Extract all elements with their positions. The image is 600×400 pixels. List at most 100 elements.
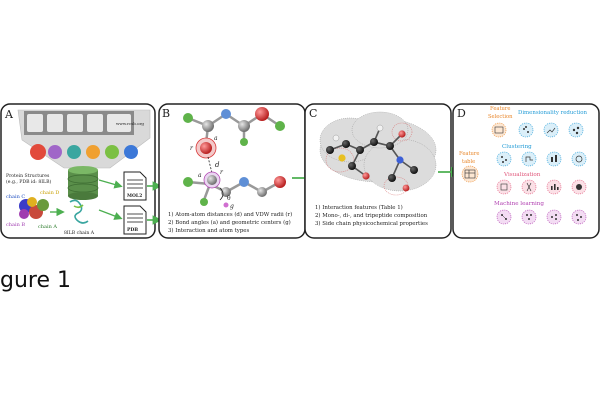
chain-a-ribbon-icon (69, 199, 89, 224)
db-to-mol2-arrow (98, 179, 123, 189)
theta-label: θ (227, 195, 231, 202)
panel-b: B r a d (158, 103, 306, 239)
atom-red-2-icon (274, 176, 286, 188)
protein-complex-icon (19, 197, 49, 219)
cluster-1-icon (496, 151, 512, 167)
ml-4-icon (571, 209, 587, 225)
ml-3-icon (546, 209, 562, 225)
ligand-black-3-icon (356, 146, 364, 154)
feature-selection-icon (491, 122, 507, 138)
cluster-2-icon (521, 151, 537, 167)
ligand-black-2-icon (342, 140, 350, 148)
a-j-label: a (198, 172, 202, 179)
feature-selection-label-1: Feature (490, 106, 510, 112)
feature-selection-label-2: Selection (488, 114, 513, 120)
db-to-pdb-arrow (98, 209, 123, 220)
ligand-black-5-icon (386, 142, 394, 150)
ligand-red-1-icon (398, 130, 406, 138)
atom-grey-4-icon (257, 187, 267, 197)
atom-red-1-icon (255, 107, 269, 121)
atom-green-3-icon (240, 138, 248, 146)
g-label: g (230, 203, 234, 210)
chain-a-label: chain A (38, 224, 57, 230)
atom-grey-j-icon (207, 175, 217, 185)
atom-grey-3-icon (221, 187, 231, 197)
atom-blue-1-icon (221, 109, 231, 119)
thumb-4-icon (87, 114, 103, 132)
distance-line (207, 156, 213, 174)
panel-d-frame (452, 103, 600, 239)
feature-table-label-2: table (462, 159, 475, 165)
protein-purple-icon (48, 145, 62, 159)
ml-2-icon (521, 209, 537, 225)
dimred-3-icon (568, 122, 584, 138)
ligand-red-2-icon (362, 172, 370, 180)
r-j-label: r (220, 169, 224, 176)
rcsb-website: www.rcsb.org (116, 121, 144, 126)
d-label: d (215, 161, 220, 169)
protein-orange-icon (86, 145, 100, 159)
thumb-1-icon (27, 114, 43, 132)
row-3-glyphs (500, 182, 582, 192)
ligand-yellow-icon (338, 154, 346, 162)
mol2-label: MOL2 (127, 193, 142, 199)
feature-table-label-1: Feature (459, 151, 479, 157)
row-4-glyphs (501, 214, 582, 221)
r-i-label: r (190, 145, 194, 152)
clustering-label: Clustering (502, 144, 532, 150)
figure-caption: gure 1 (0, 268, 71, 293)
panel-c-letter: C (309, 107, 317, 120)
panel-c-line-1: 1) Interaction features (Table 1) (315, 204, 403, 211)
pdb-file-icon (123, 205, 147, 235)
atom-green-2-icon (275, 121, 285, 131)
machine-learning-label: Machine learning (494, 201, 544, 207)
cluster-3-icon (546, 151, 562, 167)
feature-table-icon (461, 165, 479, 183)
protein-row (30, 144, 138, 160)
thumbnail-icons (27, 114, 131, 132)
viz-1-icon (496, 179, 512, 195)
panel-a-letter: A (4, 108, 14, 121)
protein-red-icon (30, 144, 46, 160)
chain-b-label: chain B (6, 222, 25, 228)
panel-b-line-1: 1) Atom-atom distances (d) and VDW radii… (168, 211, 292, 218)
ligand-white-2-icon (332, 134, 340, 142)
protein-green-icon (105, 145, 119, 159)
panel-c-line-3: 3) Side chain physicochemical properties (315, 220, 428, 227)
thumb-3-icon (67, 114, 83, 132)
visualization-label: Visualization (503, 172, 541, 178)
row-2-glyphs (501, 155, 583, 163)
panel-c: C (304, 103, 452, 239)
molecular-surface (319, 111, 437, 192)
ligand-atoms (326, 124, 418, 192)
bond-angle-arc (219, 187, 224, 201)
dimensionality-reduction-label: Dimensionality reduction (518, 110, 587, 116)
database-icon (67, 166, 99, 200)
ligand-red-3-icon (402, 184, 410, 192)
protein-teal-icon (67, 145, 81, 159)
panel-a: A www.rcsb.org Protei (0, 103, 156, 239)
ligand-black-7-icon (348, 162, 356, 170)
row-1-glyphs (494, 126, 580, 135)
chain-c-label: chain C (6, 194, 25, 200)
protein-structures-label: Protein Structures (6, 173, 50, 179)
ligand-black-6-icon (410, 166, 418, 174)
thumb-5-icon (107, 114, 131, 132)
ligand-blue-icon (396, 156, 404, 164)
chain-d-label: chain D (40, 190, 59, 196)
ligand-black-4-icon (370, 138, 378, 146)
atom-green-5-icon (200, 198, 208, 206)
cluster-4-icon (571, 151, 587, 167)
dimred-2-icon (543, 122, 559, 138)
a-i-label: a (214, 135, 218, 142)
atom-red-i-icon (200, 142, 212, 154)
panel-d-letter: D (457, 107, 466, 120)
atom-grey-2-icon (238, 120, 250, 132)
panel-b-line-3: 3) Interaction and atom types (168, 227, 249, 234)
geometric-center-marker (223, 202, 229, 208)
thumb-2-icon (47, 114, 63, 132)
ligand-black-1-icon (326, 146, 334, 154)
mol2-file-icon (123, 171, 147, 201)
table-glyph (464, 169, 476, 179)
